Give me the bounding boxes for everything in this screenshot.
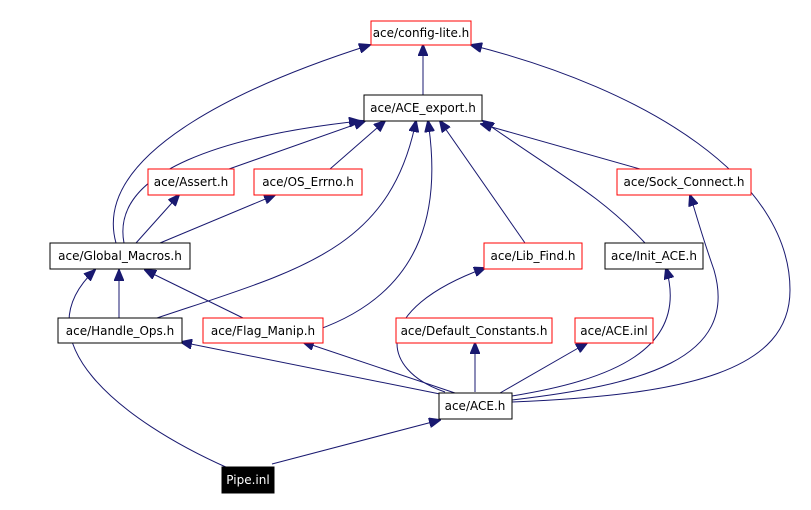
- edges: [68, 45, 791, 469]
- node-init-ace[interactable]: ace/Init_ACE.h: [604, 242, 704, 270]
- node-box-config-lite: [370, 20, 472, 46]
- node-default-constants[interactable]: ace/Default_Constants.h: [395, 317, 553, 344]
- node-box-ace-export: [363, 94, 483, 122]
- edge-flag-manip-to-ace-export: [316, 121, 432, 331]
- edge-flag-manip-to-global-macros: [145, 270, 244, 319]
- node-label-assert: ace/Assert.h: [154, 175, 229, 189]
- edge-global-macros-to-os-errno: [159, 195, 275, 244]
- node-box-os-errno: [253, 168, 363, 196]
- node-label-lib-find: ace/Lib_Find.h: [490, 249, 575, 263]
- edge-pipe-to-ace-h: [271, 420, 440, 465]
- node-box-flag-manip: [202, 317, 324, 344]
- edge-ace-h-to-sock-connect: [511, 195, 719, 401]
- node-label-handle-ops: ace/Handle_Ops.h: [66, 324, 174, 338]
- node-box-sock-connect: [616, 168, 752, 196]
- edge-handle-ops-to-ace-export: [156, 121, 416, 319]
- edge-ace-h-to-init-ace: [511, 268, 670, 397]
- node-box-ace-h: [438, 392, 513, 420]
- node-box-ace-inl: [574, 317, 654, 344]
- node-label-ace-inl: ace/ACE.inl: [580, 324, 647, 338]
- edge-ace-h-to-config-lite: [471, 45, 791, 403]
- node-label-sock-connect: ace/Sock_Connect.h: [624, 175, 745, 189]
- edge-init-ace-to-ace-export: [483, 121, 646, 244]
- node-handle-ops[interactable]: ace/Handle_Ops.h: [57, 317, 183, 344]
- node-label-config-lite: ace/config-lite.h: [373, 26, 470, 40]
- node-box-global-macros: [49, 242, 191, 270]
- node-global-macros[interactable]: ace/Global_Macros.h: [49, 242, 191, 270]
- node-os-errno[interactable]: ace/OS_Errno.h: [253, 168, 363, 196]
- node-box-pipe-inl: [221, 466, 275, 494]
- edge-sock-connect-to-ace-export: [481, 124, 641, 170]
- edge-global-macros-to-config-lite: [113, 45, 370, 244]
- node-label-default-constants: ace/Default_Constants.h: [401, 324, 548, 338]
- edge-ace-h-to-flag-manip: [303, 342, 456, 394]
- node-flag-manip[interactable]: ace/Flag_Manip.h: [202, 317, 324, 344]
- node-label-ace-export: ace/ACE_export.h: [370, 101, 476, 115]
- node-pipe-inl[interactable]: Pipe.inl: [221, 466, 275, 494]
- node-box-init-ace: [604, 242, 704, 270]
- node-label-ace-h: ace/ACE.h: [445, 399, 506, 413]
- edge-global-macros-to-ace-export: [122, 121, 360, 244]
- node-label-pipe-inl: Pipe.inl: [226, 473, 269, 487]
- edge-ace-h-to-ace-inl: [499, 343, 587, 394]
- node-sock-connect[interactable]: ace/Sock_Connect.h: [616, 168, 752, 196]
- edge-global-macros-to-assert: [135, 195, 179, 244]
- node-label-flag-manip: ace/Flag_Manip.h: [211, 324, 315, 338]
- node-label-global-macros: ace/Global_Macros.h: [58, 249, 182, 263]
- node-ace-export[interactable]: ace/ACE_export.h: [363, 94, 483, 122]
- edge-assert-to-ace-export: [228, 121, 365, 170]
- edge-ace-h-to-handle-ops: [181, 342, 441, 395]
- edge-lib-find-to-ace-export: [440, 121, 526, 244]
- node-ace-inl[interactable]: ace/ACE.inl: [574, 317, 654, 344]
- node-assert[interactable]: ace/Assert.h: [147, 168, 235, 196]
- node-ace-h[interactable]: ace/ACE.h: [438, 392, 513, 420]
- edge-os-errno-to-ace-export: [329, 121, 385, 170]
- node-lib-find[interactable]: ace/Lib_Find.h: [483, 242, 583, 270]
- node-label-init-ace: ace/Init_ACE.h: [611, 249, 697, 263]
- node-label-os-errno: ace/OS_Errno.h: [262, 175, 354, 189]
- node-box-lib-find: [483, 242, 583, 270]
- nodes: ace/config-lite.h ace/ACE_export.h ace/A…: [49, 20, 752, 494]
- node-config-lite[interactable]: ace/config-lite.h: [370, 20, 472, 46]
- node-box-handle-ops: [57, 317, 183, 344]
- node-box-default-constants: [395, 317, 553, 344]
- edge-pipe-to-global-macros: [68, 270, 229, 469]
- node-box-assert: [147, 168, 235, 196]
